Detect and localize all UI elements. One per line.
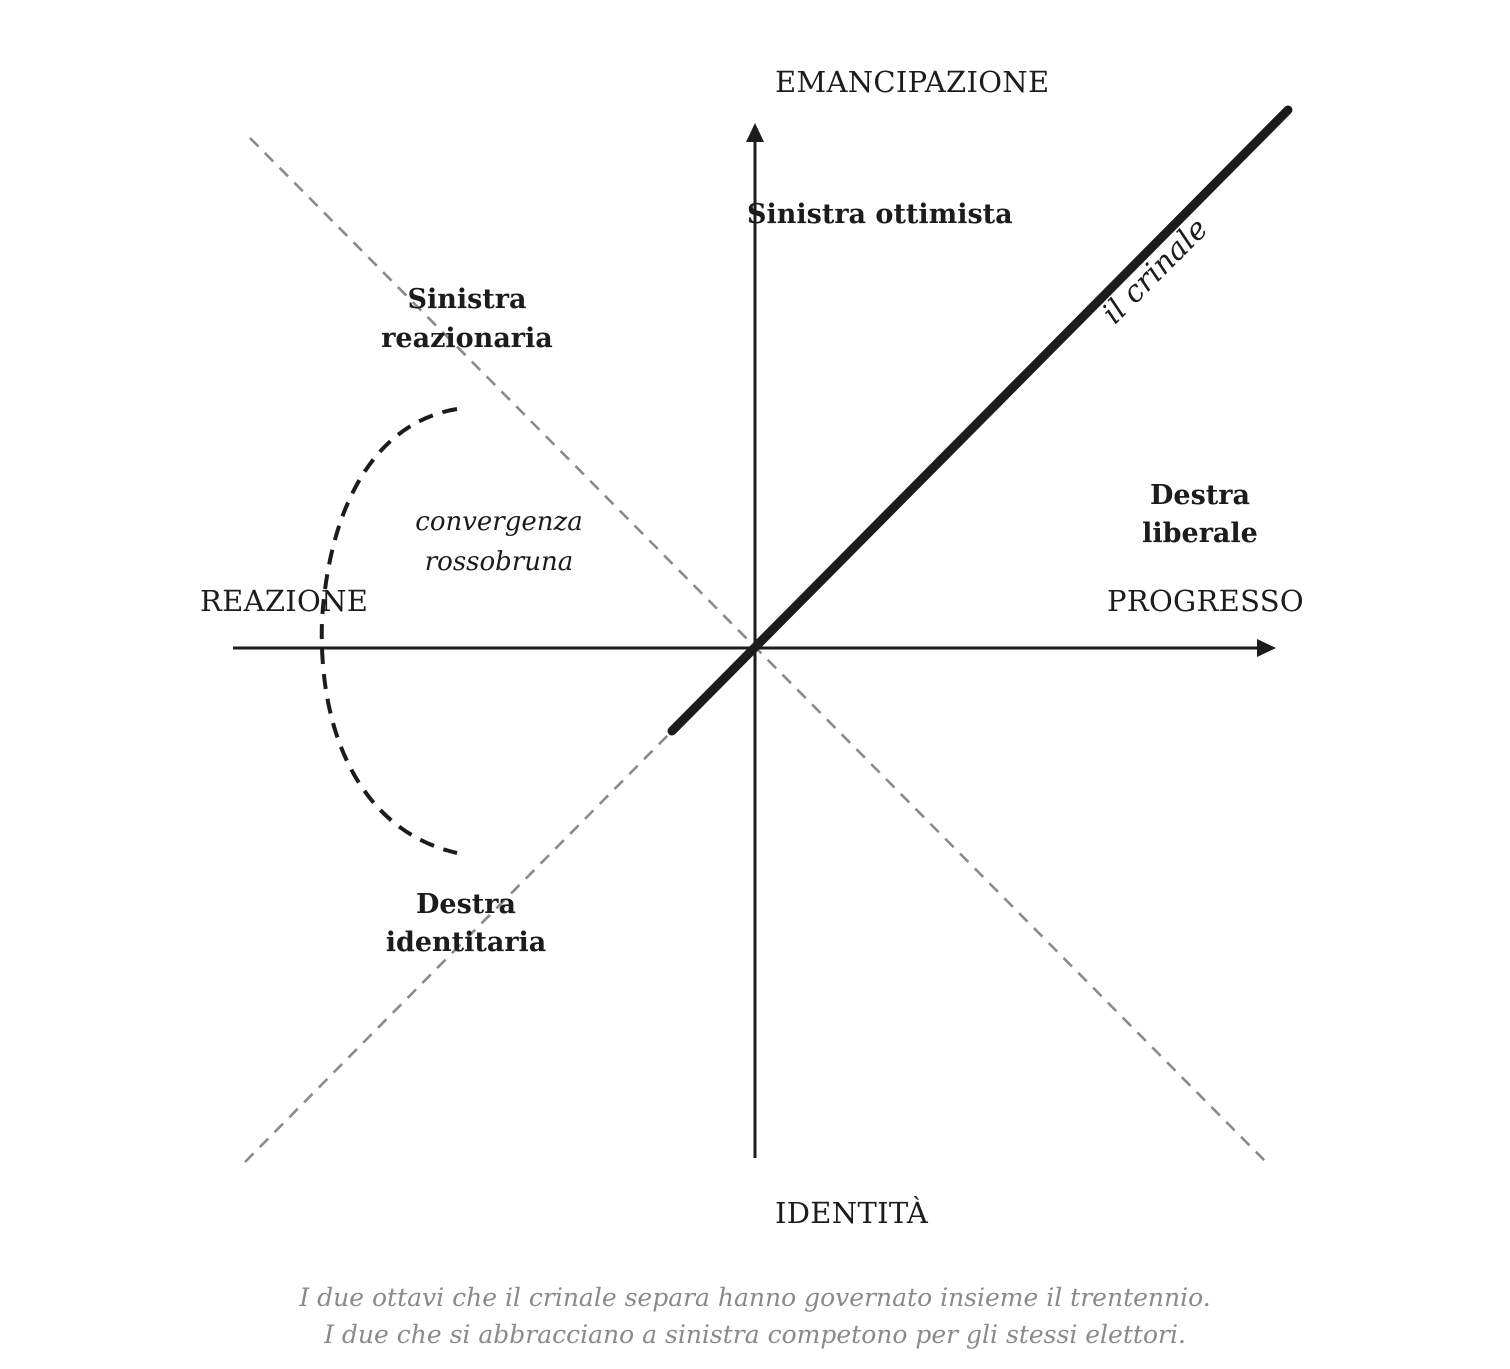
region-destra-identitaria-line2: identitaria [386, 927, 547, 958]
ridge-line [667, 105, 1293, 736]
axis-label-top: EMANCIPAZIONE [775, 65, 1049, 99]
region-sinistra-reazionaria-line1: Sinistra [407, 284, 526, 315]
region-sinistra-ottimista: Sinistra ottimista [747, 199, 1013, 230]
guide-diagonal-ascending [244, 727, 676, 1163]
convergence-arc [319, 407, 458, 855]
caption-line-2: I due che si abbracciano a sinistra comp… [323, 1320, 1186, 1349]
region-sinistra-reazionaria-line2: reazionaria [381, 323, 553, 354]
ridge-label: il crinale [1096, 212, 1216, 332]
horizontal-axis-arrow [1257, 639, 1276, 657]
axis-label-bottom: IDENTITÀ [775, 1195, 929, 1230]
axis-label-left: REAZIONE [200, 584, 368, 618]
convergence-label-line2: rossobruna [425, 547, 573, 577]
vertical-axis-arrow [746, 123, 764, 142]
axis-label-right: PROGRESSO [1107, 584, 1304, 618]
guide-diagonal-descending [249, 137, 1269, 1165]
region-destra-identitaria-line1: Destra [416, 889, 516, 920]
region-destra-liberale-line1: Destra [1150, 480, 1250, 511]
region-destra-liberale-line2: liberale [1142, 518, 1258, 549]
convergence-label-line1: convergenza [415, 507, 582, 537]
caption-line-1: I due ottavi che il crinale separa hanno… [298, 1283, 1210, 1312]
